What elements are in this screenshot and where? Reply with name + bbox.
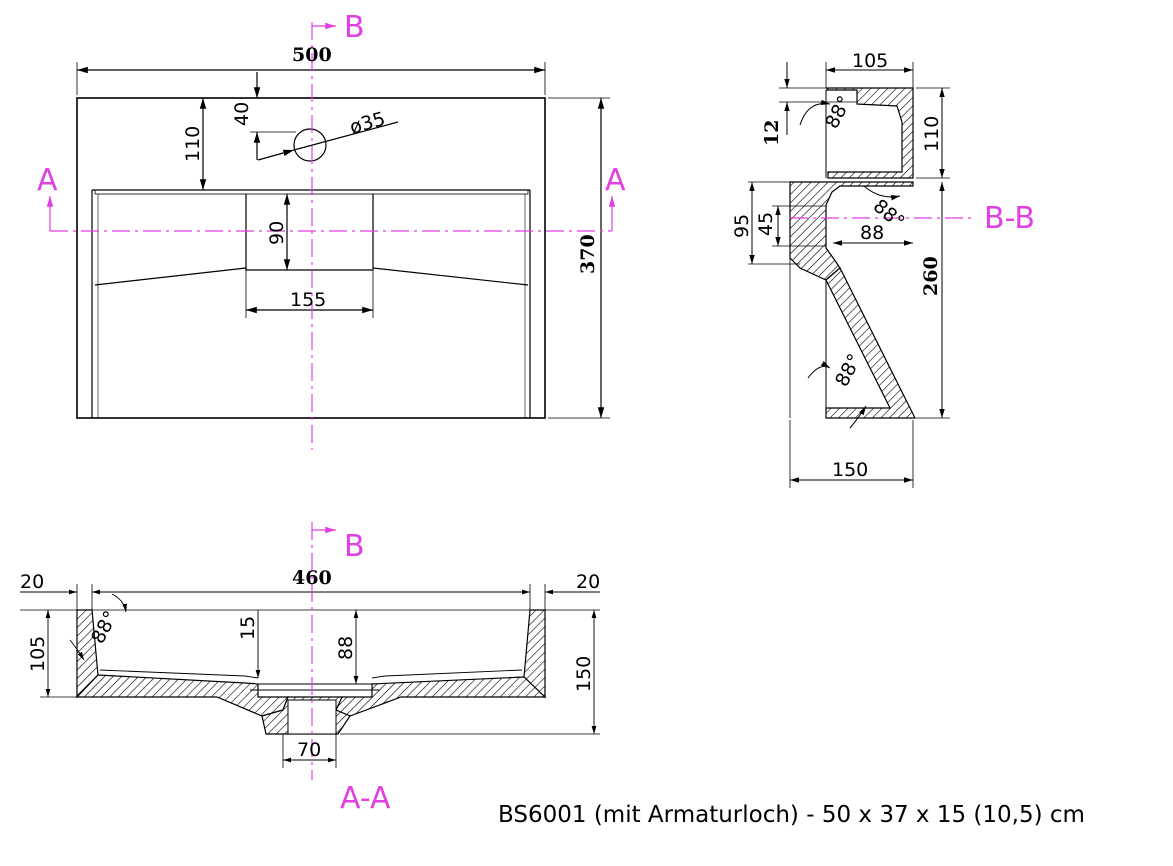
- dim-side-drain-outer: 95: [731, 214, 753, 238]
- dim-front-floor: 15: [237, 616, 259, 640]
- top-view: [76, 62, 610, 419]
- dim-side-drain-depth: 88: [860, 222, 884, 244]
- dim-hole-offset: 40: [231, 102, 253, 126]
- section-b-front: B: [344, 529, 365, 564]
- dim-width: 500: [292, 44, 332, 66]
- dim-hole-diameter: ø35: [347, 108, 387, 139]
- front-view: [20, 584, 600, 768]
- side-view: [748, 62, 950, 488]
- drain-section: [789, 181, 914, 281]
- dim-depth: 370: [577, 234, 599, 274]
- dim-front-right-wall: 20: [576, 571, 600, 593]
- dim-front-height: 150: [573, 656, 595, 692]
- section-b-top: B: [344, 10, 365, 45]
- sloped-wall: [825, 267, 916, 419]
- dim-side-drain-inner: 45: [755, 212, 777, 236]
- dim-drain-depth: 90: [266, 221, 288, 245]
- top-view-labels: 500 40 ø35 110 90 155 370 B A A: [37, 10, 626, 311]
- section-aa-label: A-A: [340, 781, 391, 816]
- dim-front-inner-width: 460: [292, 567, 332, 589]
- dim-drain-width: 155: [290, 289, 326, 311]
- dim-side-rim: 12: [761, 120, 783, 146]
- side-view-labels: 105 12 110 88° 95 45 88 88° 260 88° 150 …: [731, 50, 1035, 481]
- top-outline: [76, 97, 546, 419]
- angle-side-bottom: 88°: [831, 350, 866, 390]
- section-a-right: A: [605, 163, 626, 198]
- top-section-lines: [46, 22, 616, 450]
- floor-right: [335, 676, 547, 717]
- front-view-labels: 20 460 20 105 88° 15 88 150 70 B A-A: [20, 529, 600, 816]
- section-bb-label: B-B: [984, 201, 1035, 236]
- dim-side-top-width: 105: [852, 50, 888, 72]
- dim-side-top-height: 110: [921, 116, 943, 152]
- tap-hole: [293, 128, 327, 162]
- dim-front-left-wall: 20: [20, 571, 44, 593]
- dim-front-left-height: 105: [27, 636, 49, 672]
- front-section-lines: [311, 522, 336, 780]
- rim-section: [826, 87, 914, 179]
- dim-basin-offset: 110: [182, 126, 204, 162]
- dim-front-depth: 88: [335, 636, 357, 660]
- caption: BS6001 (mit Armaturloch) - 50 x 37 x 15 …: [498, 802, 1085, 828]
- drain-area: [245, 194, 374, 271]
- dim-side-height: 260: [920, 256, 942, 296]
- dim-side-bottom-width: 150: [832, 459, 868, 481]
- floor-left: [75, 674, 289, 717]
- dim-front-drain-width: 70: [297, 739, 321, 761]
- section-a-left: A: [37, 163, 58, 198]
